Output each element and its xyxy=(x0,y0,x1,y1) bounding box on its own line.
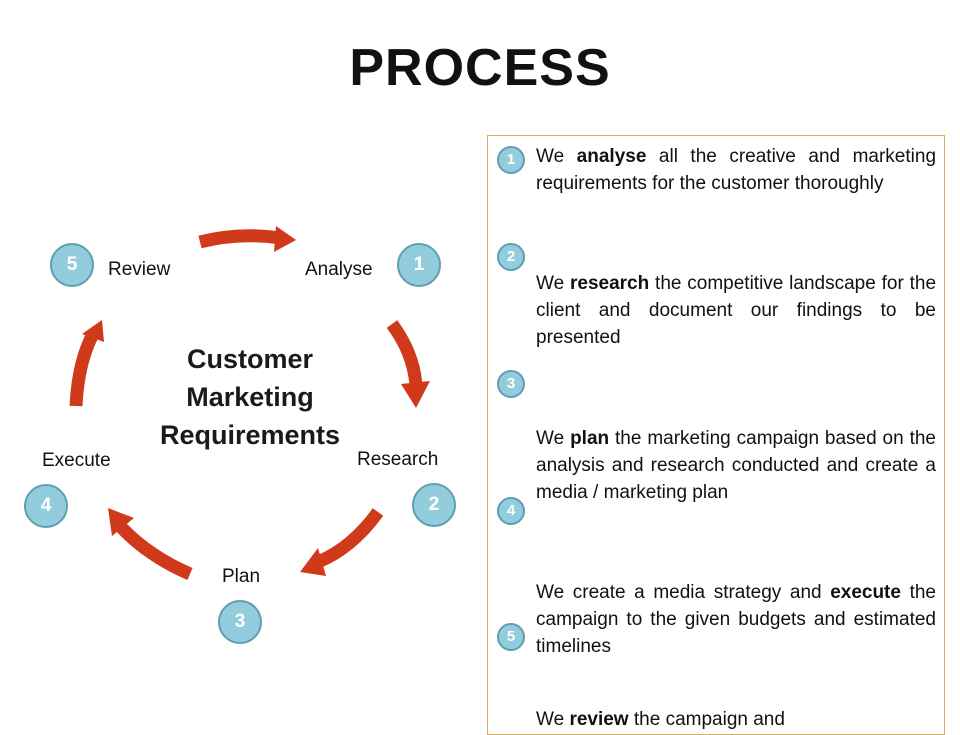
arrow-plan-to-execute xyxy=(115,521,193,580)
cycle-arrows xyxy=(69,226,430,580)
stage-badge-research: 2 xyxy=(412,483,456,527)
arrowhead-analyse xyxy=(274,226,296,252)
stage-label-execute: Execute xyxy=(42,450,111,471)
step-badge: 3 xyxy=(497,370,525,398)
step-description-research: We research the competitive landscape fo… xyxy=(536,273,937,348)
stage-badge-plan: 3 xyxy=(218,600,262,644)
stage-badge-analyse: 1 xyxy=(397,243,441,287)
step-badge: 4 xyxy=(497,497,525,525)
arrow-analyse-to-research xyxy=(386,320,423,387)
stage-label-analyse: Analyse xyxy=(305,259,373,280)
step-keyword: plan xyxy=(570,428,610,449)
step-description-plan: We plan the marketing campaign based on … xyxy=(536,428,936,503)
stage-label-research: Research xyxy=(357,449,439,470)
arrow-research-to-plan xyxy=(315,508,384,569)
step-description-analyse: We analyse all the creative and marketin… xyxy=(536,146,937,194)
step-keyword: research xyxy=(569,273,650,294)
step-keyword: execute xyxy=(830,582,901,603)
process-cycle-diagram: 5 Review 1 Analyse Research 2 Execute 4 … xyxy=(0,0,480,720)
arrowhead-plan xyxy=(300,548,326,576)
arrow-execute-to-review xyxy=(69,333,98,407)
center-label: Customer Marketing Requirements xyxy=(130,340,370,454)
page-title: PROCESS xyxy=(349,39,611,97)
center-label-line: Marketing xyxy=(186,382,314,412)
stage-label-plan: Plan xyxy=(222,566,261,587)
step-description-execute: We create a media strategy and execute t… xyxy=(536,582,936,657)
center-label-line: Requirements xyxy=(159,420,341,450)
step-badge: 5 xyxy=(497,623,525,651)
arrowhead-review xyxy=(82,320,104,342)
stage-badge-review: 5 xyxy=(50,243,94,287)
stage-badge-execute: 4 xyxy=(24,484,68,528)
stage-label-review: Review xyxy=(108,259,171,280)
center-label-line: Customer xyxy=(186,344,314,374)
step-badge: 1 xyxy=(497,146,525,174)
arrow-review-to-analyse xyxy=(198,229,281,249)
arrowhead-research xyxy=(401,381,430,408)
arrowhead-execute xyxy=(108,508,134,536)
step-keyword: analyse xyxy=(576,146,647,167)
process-steps-box: 1 2 3 4 5 We analyse all the creative an… xyxy=(487,135,945,735)
step-badge: 2 xyxy=(497,243,525,271)
